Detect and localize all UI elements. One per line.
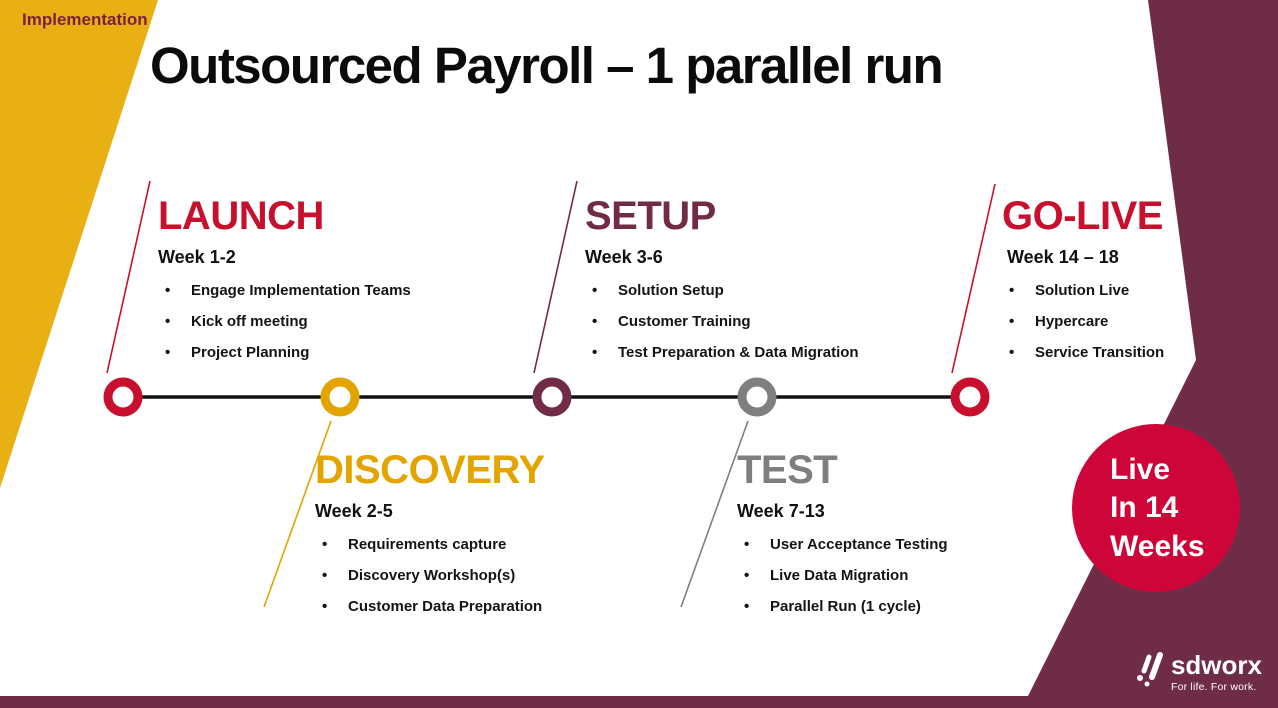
milestone-launch-week: Week 1-2 [158,247,236,267]
connector-test [680,420,749,608]
milestone-setup-week: Week 3-6 [585,247,663,267]
milestone-test-week: Week 7-13 [737,501,825,521]
sdworx-logo-name: sdworx [1170,650,1262,680]
milestone-item: Customer Data Preparation [315,598,655,615]
timeline-node-golive [950,377,990,417]
milestone-launch-items: Engage Implementation Teams Kick off mee… [158,282,498,361]
milestone-setup-title: SETUP [585,194,716,238]
milestone-setup-items: Solution Setup Customer Training Test Pr… [585,282,955,361]
badge-line: Weeks [1110,529,1205,563]
connector-golive [951,183,996,374]
milestone-item: User Acceptance Testing [737,536,1077,553]
badge-line: Live [1110,453,1171,486]
milestone-item: Solution Live [1002,282,1212,299]
milestone-golive-title: GO-LIVE [1002,194,1163,238]
sdworx-logo-text: sdworx For life. For work. [1171,652,1262,693]
milestone-item: Engage Implementation Teams [158,282,498,299]
connector-launch [106,180,151,374]
milestone-item: Discovery Workshop(s) [315,567,655,584]
sdworx-logo: sdworx For life. For work. [1135,652,1262,693]
milestone-test-items: User Acceptance Testing Live Data Migrat… [737,536,1077,615]
milestone-test: TEST Week 7-13 User Acceptance Testing L… [737,450,1077,615]
milestone-item: Test Preparation & Data Migration [585,344,955,361]
slide-tag: Implementation [22,10,148,29]
milestone-test-title: TEST [737,448,838,492]
milestone-item: Customer Training [585,313,955,330]
connector-setup [533,180,578,374]
connector-discovery [263,420,332,608]
timeline-node-test [737,377,777,417]
bottom-bar [0,696,1278,708]
milestone-discovery-title: DISCOVERY [315,448,545,492]
milestone-golive-items: Solution Live Hypercare Service Transiti… [1002,282,1212,361]
milestone-golive-week: Week 14 – 18 [1007,247,1119,267]
yellow-wedge [0,0,158,488]
timeline-node-launch [103,377,143,417]
milestone-item: Hypercare [1002,313,1212,330]
milestone-item: Kick off meeting [158,313,498,330]
milestone-discovery-items: Requirements capture Discovery Workshop(… [315,536,655,615]
badge-line: In 14 [1110,491,1179,525]
timeline-node-discovery [320,377,360,417]
milestone-item: Requirements capture [315,536,655,553]
milestone-item: Solution Setup [585,282,955,299]
milestone-item: Parallel Run (1 cycle) [737,598,1077,615]
milestone-launch: LAUNCH Week 1-2 Engage Implementation Te… [158,196,498,361]
milestone-item: Service Transition [1002,344,1212,361]
milestone-setup: SETUP Week 3-6 Solution Setup Customer T… [585,196,955,361]
milestone-discovery-week: Week 2-5 [315,501,393,521]
page-title: Outsourced Payroll – 1 parallel run [150,37,944,94]
live-in-14-weeks-badge: Live In 14 Weeks [1072,424,1240,592]
milestone-item: Project Planning [158,344,498,361]
milestone-discovery: DISCOVERY Week 2-5 Requirements capture … [315,450,655,615]
milestone-item: Live Data Migration [737,567,1077,584]
timeline-node-setup [532,377,572,417]
sdworx-logo-mark-icon [1136,652,1163,687]
milestone-launch-title: LAUNCH [158,194,324,238]
milestone-golive: GO-LIVE Week 14 – 18 Solution Live Hyper… [1002,196,1212,361]
sdworx-logo-tagline: For life. For work. [1170,681,1257,693]
